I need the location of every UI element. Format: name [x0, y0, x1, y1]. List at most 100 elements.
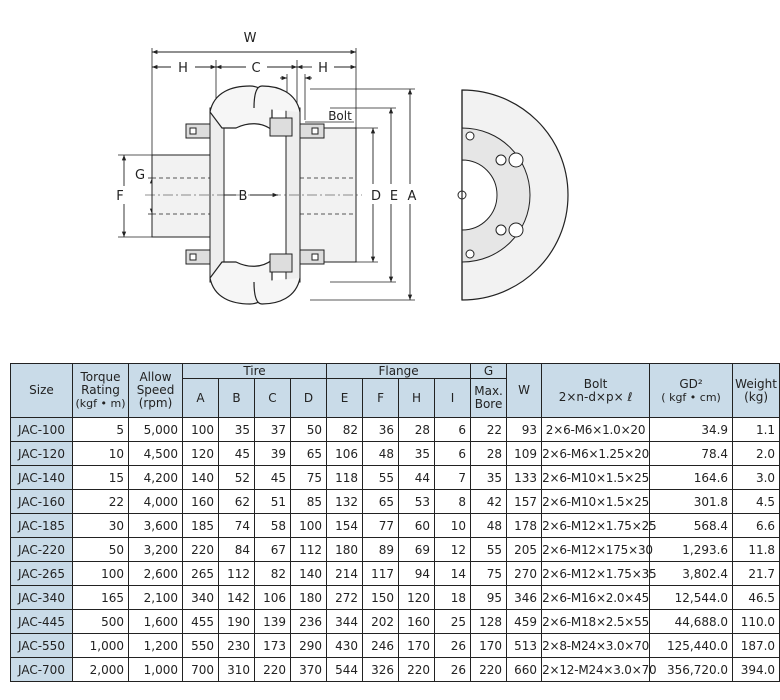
cell-speed: 1,000	[128, 657, 183, 682]
cell-b: 74	[218, 513, 255, 538]
cell-b: 35	[218, 417, 255, 442]
cell-b: 45	[218, 441, 255, 466]
cell-bolt: 2×6-M10×1.5×25	[541, 489, 651, 514]
header-gd: GD² ( kgf • cm)	[649, 363, 734, 418]
cell-h: 69	[398, 537, 436, 562]
cell-weight: 394.0	[732, 657, 780, 682]
header-bolt-line1: Bolt	[583, 376, 608, 391]
header-torque-line2: Rating	[81, 383, 120, 397]
cell-c: 220	[254, 657, 291, 682]
cell-e: 544	[326, 657, 364, 682]
cell-bolt: 2×8-M24×3.0×70	[541, 633, 651, 658]
cell-h: 160	[398, 609, 436, 634]
cell-weight: 187.0	[732, 633, 780, 658]
cell-w: 270	[506, 561, 543, 586]
header-h: H	[398, 378, 436, 418]
cell-gd: 1,293.6	[649, 537, 734, 562]
cell-d: 370	[289, 657, 328, 682]
cell-a: 120	[182, 441, 219, 466]
cell-e: 180	[326, 537, 364, 562]
cell-weight: 46.5	[732, 585, 780, 610]
dim-label-d: D	[371, 189, 381, 204]
cell-a: 340	[182, 585, 219, 610]
cell-f: 48	[362, 441, 400, 466]
header-e: E	[326, 378, 364, 418]
cell-weight: 11.8	[732, 537, 780, 562]
cell-a: 220	[182, 537, 219, 562]
cell-gd: 44,688.0	[649, 609, 734, 634]
cell-torque: 10	[72, 441, 129, 466]
cell-bore: 220	[470, 657, 508, 682]
cell-bore: 35	[470, 465, 508, 490]
cell-b: 62	[218, 489, 255, 514]
cell-h: 44	[398, 465, 436, 490]
cell-w: 205	[506, 537, 543, 562]
cell-a: 100	[182, 417, 219, 442]
header-b: B	[218, 378, 255, 418]
cell-d: 112	[289, 537, 328, 562]
cell-w: 346	[506, 585, 543, 610]
cell-d: 50	[289, 417, 328, 442]
spec-table: Size Torque Rating (kgf • m) Allow Speed…	[10, 363, 780, 682]
cell-a: 160	[182, 489, 219, 514]
cell-e: 344	[326, 609, 364, 634]
cell-bore: 128	[470, 609, 508, 634]
cell-gd: 568.4	[649, 513, 734, 538]
cell-w: 459	[506, 609, 543, 634]
cell-f: 55	[362, 465, 400, 490]
cell-i: 25	[434, 609, 472, 634]
cell-h: 53	[398, 489, 436, 514]
cell-speed: 2,100	[128, 585, 183, 610]
header-weight-line2: (kg)	[744, 389, 769, 404]
cell-gd: 34.9	[649, 417, 734, 442]
cell-torque: 2,000	[72, 657, 129, 682]
header-torque-line3: (kgf • m)	[75, 397, 126, 410]
cell-e: 214	[326, 561, 364, 586]
cell-h: 60	[398, 513, 436, 538]
cell-bolt: 2×6-M16×2.0×45	[541, 585, 651, 610]
cell-d: 100	[289, 513, 328, 538]
cell-c: 139	[254, 609, 291, 634]
cell-speed: 4,200	[128, 465, 183, 490]
cell-torque: 165	[72, 585, 129, 610]
dim-label-f: F	[116, 189, 123, 204]
cell-e: 272	[326, 585, 364, 610]
cell-torque: 50	[72, 537, 129, 562]
cell-h: 94	[398, 561, 436, 586]
cell-e: 430	[326, 633, 364, 658]
cell-a: 550	[182, 633, 219, 658]
cell-f: 117	[362, 561, 400, 586]
header-g: G	[470, 363, 508, 379]
cell-speed: 4,500	[128, 441, 183, 466]
cell-bore: 170	[470, 633, 508, 658]
cell-weight: 4.5	[732, 489, 780, 514]
cell-w: 133	[506, 465, 543, 490]
dim-label-c: C	[251, 61, 260, 76]
cell-b: 112	[218, 561, 255, 586]
header-torque-line1: Torque	[80, 370, 121, 384]
cell-i: 6	[434, 441, 472, 466]
cell-a: 265	[182, 561, 219, 586]
cell-d: 85	[289, 489, 328, 514]
header-weight-line1: Weight	[735, 376, 777, 391]
cell-f: 202	[362, 609, 400, 634]
cell-f: 65	[362, 489, 400, 514]
cell-bolt: 2×6-M12×1.75×25	[541, 513, 657, 538]
header-gd-line1: GD²	[679, 376, 703, 391]
header-speed: Allow Speed (rpm)	[128, 363, 183, 418]
cell-gd: 301.8	[649, 489, 734, 514]
cell-b: 84	[218, 537, 255, 562]
cell-speed: 5,000	[128, 417, 183, 442]
cell-speed: 2,600	[128, 561, 183, 586]
cell-bore: 22	[470, 417, 508, 442]
header-w: W	[506, 363, 543, 418]
header-gd-line2: ( kgf • cm)	[661, 390, 721, 404]
cell-bore: 55	[470, 537, 508, 562]
header-speed-line3: (rpm)	[138, 396, 173, 410]
cell-b: 230	[218, 633, 255, 658]
